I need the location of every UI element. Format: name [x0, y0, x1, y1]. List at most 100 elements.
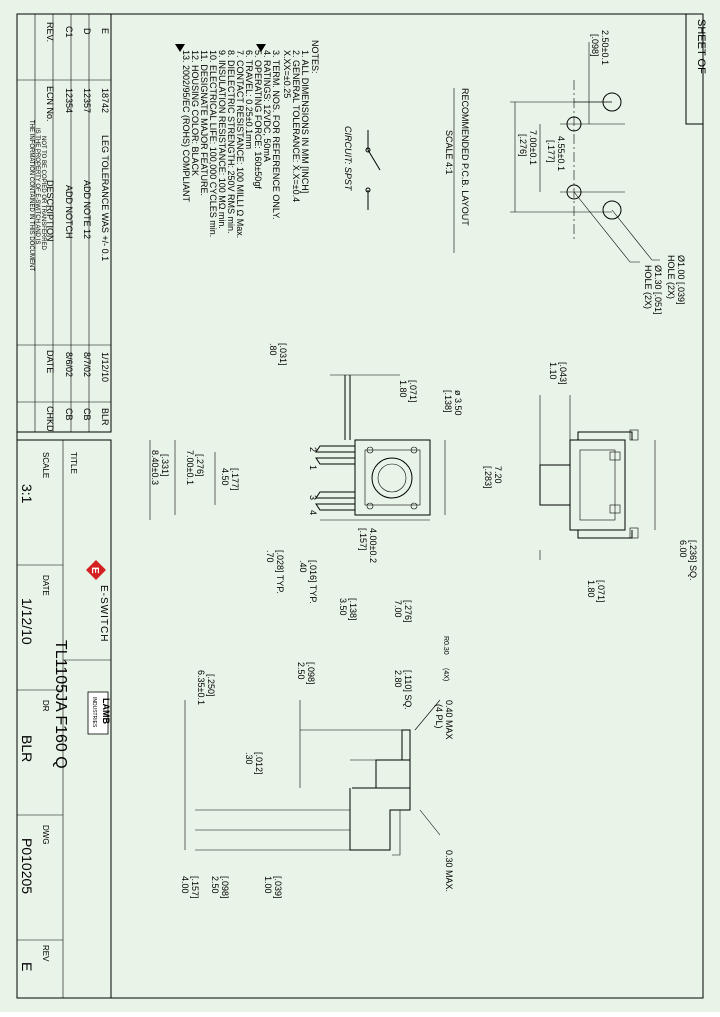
bv-dim-030: .30: [244, 752, 254, 765]
date-label: DATE: [41, 575, 50, 596]
rev-row-c1-ecn: 12354: [64, 88, 74, 113]
sheet-label: SHEET OF: [695, 19, 707, 74]
rev-header-desc: DESCRIPTION: [45, 180, 55, 242]
fv-dim-028: [.028] TYP.: [275, 550, 285, 594]
bv-dim-250b: [.250]: [206, 674, 216, 697]
note-3: 3. TERM. NOS. FOR REFERENCE ONLY.: [271, 50, 281, 220]
dr-label: DR: [41, 700, 50, 712]
note-2b: X.XX=±0.25: [282, 50, 292, 98]
side-view: 1.10 [.043] 6.00 [.236] SQ. 1.80 [.071]: [539, 362, 698, 603]
pcb-scale: SCALE 4:1: [444, 130, 454, 175]
pcb-dim-098: [.098]: [590, 34, 600, 57]
bv-dim-157: [.157]: [190, 876, 200, 899]
sv-dim-600: 6.00: [678, 540, 688, 558]
bv-dim-r030: R0.30: [442, 636, 449, 655]
rev-row-e-date: 1/12/10: [100, 352, 110, 382]
bv-dim-250: 2.50: [296, 662, 306, 680]
rev-row-e-ecn: 18742: [100, 88, 110, 113]
revision-table: REV. ECN No. DESCRIPTION DATE CHKD E 187…: [16, 13, 112, 433]
fv-dim-400: 4.00±0.2: [368, 528, 378, 563]
bv-dim-4pl: (4 PL): [434, 704, 444, 729]
fv-dim-177: [.177]: [230, 468, 240, 491]
pcb-dim-177: [.177]: [546, 140, 556, 163]
sv-dim-071: [.071]: [596, 580, 606, 603]
note-10: 10. ELECTRICAL LIFE: 100,000 CYCLES min.: [208, 50, 218, 237]
fv-dim-276b: [.276]: [403, 600, 413, 623]
fv-dim-700b: 7.00: [393, 600, 403, 618]
rev-header-rev: REV.: [45, 22, 55, 42]
rev-row-c1-desc: ADD NOTCH: [64, 185, 74, 239]
note-5: 5. OPERATING FORCE: 160±50gf: [253, 50, 263, 189]
pcb-dim-250: 2.50±0.1: [600, 30, 610, 65]
bottom-view: R0.30 (4X) 0.40 MAX (4 PL) 2.80 [.110] S…: [180, 636, 454, 899]
pcb-hole: [602, 200, 622, 220]
pin-3: 3: [308, 495, 318, 500]
sheet-box: [685, 13, 704, 125]
bv-dim-030max: 0.30 MAX.: [444, 850, 454, 892]
sv-dim-110: 1.10: [548, 362, 558, 380]
bv-dim-098c: [.098]: [220, 876, 230, 899]
bv-dim-100: 1.00: [263, 876, 273, 894]
rev-value: E: [19, 962, 35, 971]
svg-text:LAMB: LAMB: [101, 698, 111, 724]
fv-dim-700: 7.00±0.1: [185, 450, 195, 485]
fv-dim-350b: 3.50: [338, 598, 348, 616]
dwg-value: P010205: [19, 838, 35, 894]
notes-heading: NOTES:: [310, 40, 320, 74]
fv-dim-350: ø 3.50: [453, 390, 463, 416]
fv-dim-720: 7.20: [493, 466, 503, 484]
feature-triangle-icon: [175, 44, 185, 52]
pcb-hole2-count: HOLE (2X): [643, 265, 653, 309]
fv-dim-080: .80: [268, 343, 278, 356]
fv-dim-450: 4.50: [220, 468, 230, 486]
bv-dim-4x: (4X): [442, 668, 449, 681]
date-value: 1/12/10: [19, 598, 35, 645]
rev-label: REV: [41, 945, 50, 962]
svg-text:INDUSTRIES: INDUSTRIES: [91, 697, 97, 728]
svg-text:THE INFORMATION CONTAINED IN T: THE INFORMATION CONTAINED IN THIS DOCUME…: [28, 120, 34, 271]
pcb-dim-455: 4.55±0.1: [556, 136, 566, 171]
title-label: TITLE: [69, 452, 78, 474]
pcb-dim-276: [.276]: [518, 134, 528, 157]
fv-dim-070: .70: [265, 550, 275, 563]
bv-dim-098: [.098]: [306, 662, 316, 685]
sv-dim-236: [.236] SQ.: [688, 540, 698, 581]
fv-dim-138: [.138]: [443, 390, 453, 413]
svg-text:SHEET OF: SHEET OF: [695, 19, 707, 74]
rev-row-e-rev: E: [100, 28, 110, 34]
sv-dim-180: 1.80: [586, 580, 596, 598]
dwg-label: DWG: [41, 825, 50, 845]
fv-dim-016: [.016] TYP.: [308, 560, 318, 604]
svg-text:E: E: [89, 567, 100, 574]
notes-block: NOTES: 1. ALL DIMENSIONS IN MM [INCH] 2.…: [181, 40, 320, 238]
fv-dim-840: 8.40±0.3: [150, 450, 160, 485]
note-6: 6. TRAVEL: 0.25±0.1mm: [244, 50, 254, 149]
rev-row-d-date: 8/7/02: [82, 352, 92, 377]
scale-label: SCALE: [41, 452, 50, 478]
pcb-hole2-dia: Ø1.30 [.051]: [653, 265, 663, 315]
bv-dim-040: 0.40 MAX: [444, 700, 454, 740]
note-13: 13. 2002/95/EC (ROHS) COMPLIANT: [181, 50, 191, 203]
note-4: 4. RATINGS: 12VDC, 50mA: [262, 50, 272, 162]
bv-dim-280: 2.80: [393, 670, 403, 688]
bv-dim-012: [.012]: [254, 752, 264, 775]
bv-dim-635: 6.35±0.1: [196, 670, 206, 705]
feature-triangle-icon: [256, 44, 266, 52]
pin-2: 2: [308, 447, 318, 452]
rev-row-c1-chkd: CB: [64, 408, 74, 421]
pin-1: 1: [308, 465, 318, 470]
rev-header-date: DATE: [45, 350, 55, 373]
rev-row-e-desc: LEG TOLERANCE WAS +/- 0.1: [100, 135, 110, 261]
svg-text:NOT TO BE COPIED OR TRANSFERRE: NOT TO BE COPIED OR TRANSFERRED: [40, 136, 46, 251]
dr-value: BLR: [19, 735, 35, 762]
pcb-hole1-count: HOLE (2X): [666, 255, 676, 299]
fv-dim-138b: [.138]: [348, 598, 358, 621]
front-view: 1 2 3 4 .80 [.031] 1.80 [.071] ø 3.50 [.…: [149, 343, 503, 623]
rev-row-d-chkd: CB: [82, 408, 92, 421]
note-7: 7. CONTACT RESISTANCE: 100 MILLI Ω Max.: [235, 50, 245, 238]
disclaimer: THE INFORMATION CONTAINED IN THIS DOCUME…: [28, 120, 46, 271]
lamb-logo: LAMB INDUSTRIES: [87, 691, 111, 735]
fv-dim-180: 1.80: [398, 380, 408, 398]
rev-header-chkd: CHKD: [45, 406, 55, 432]
